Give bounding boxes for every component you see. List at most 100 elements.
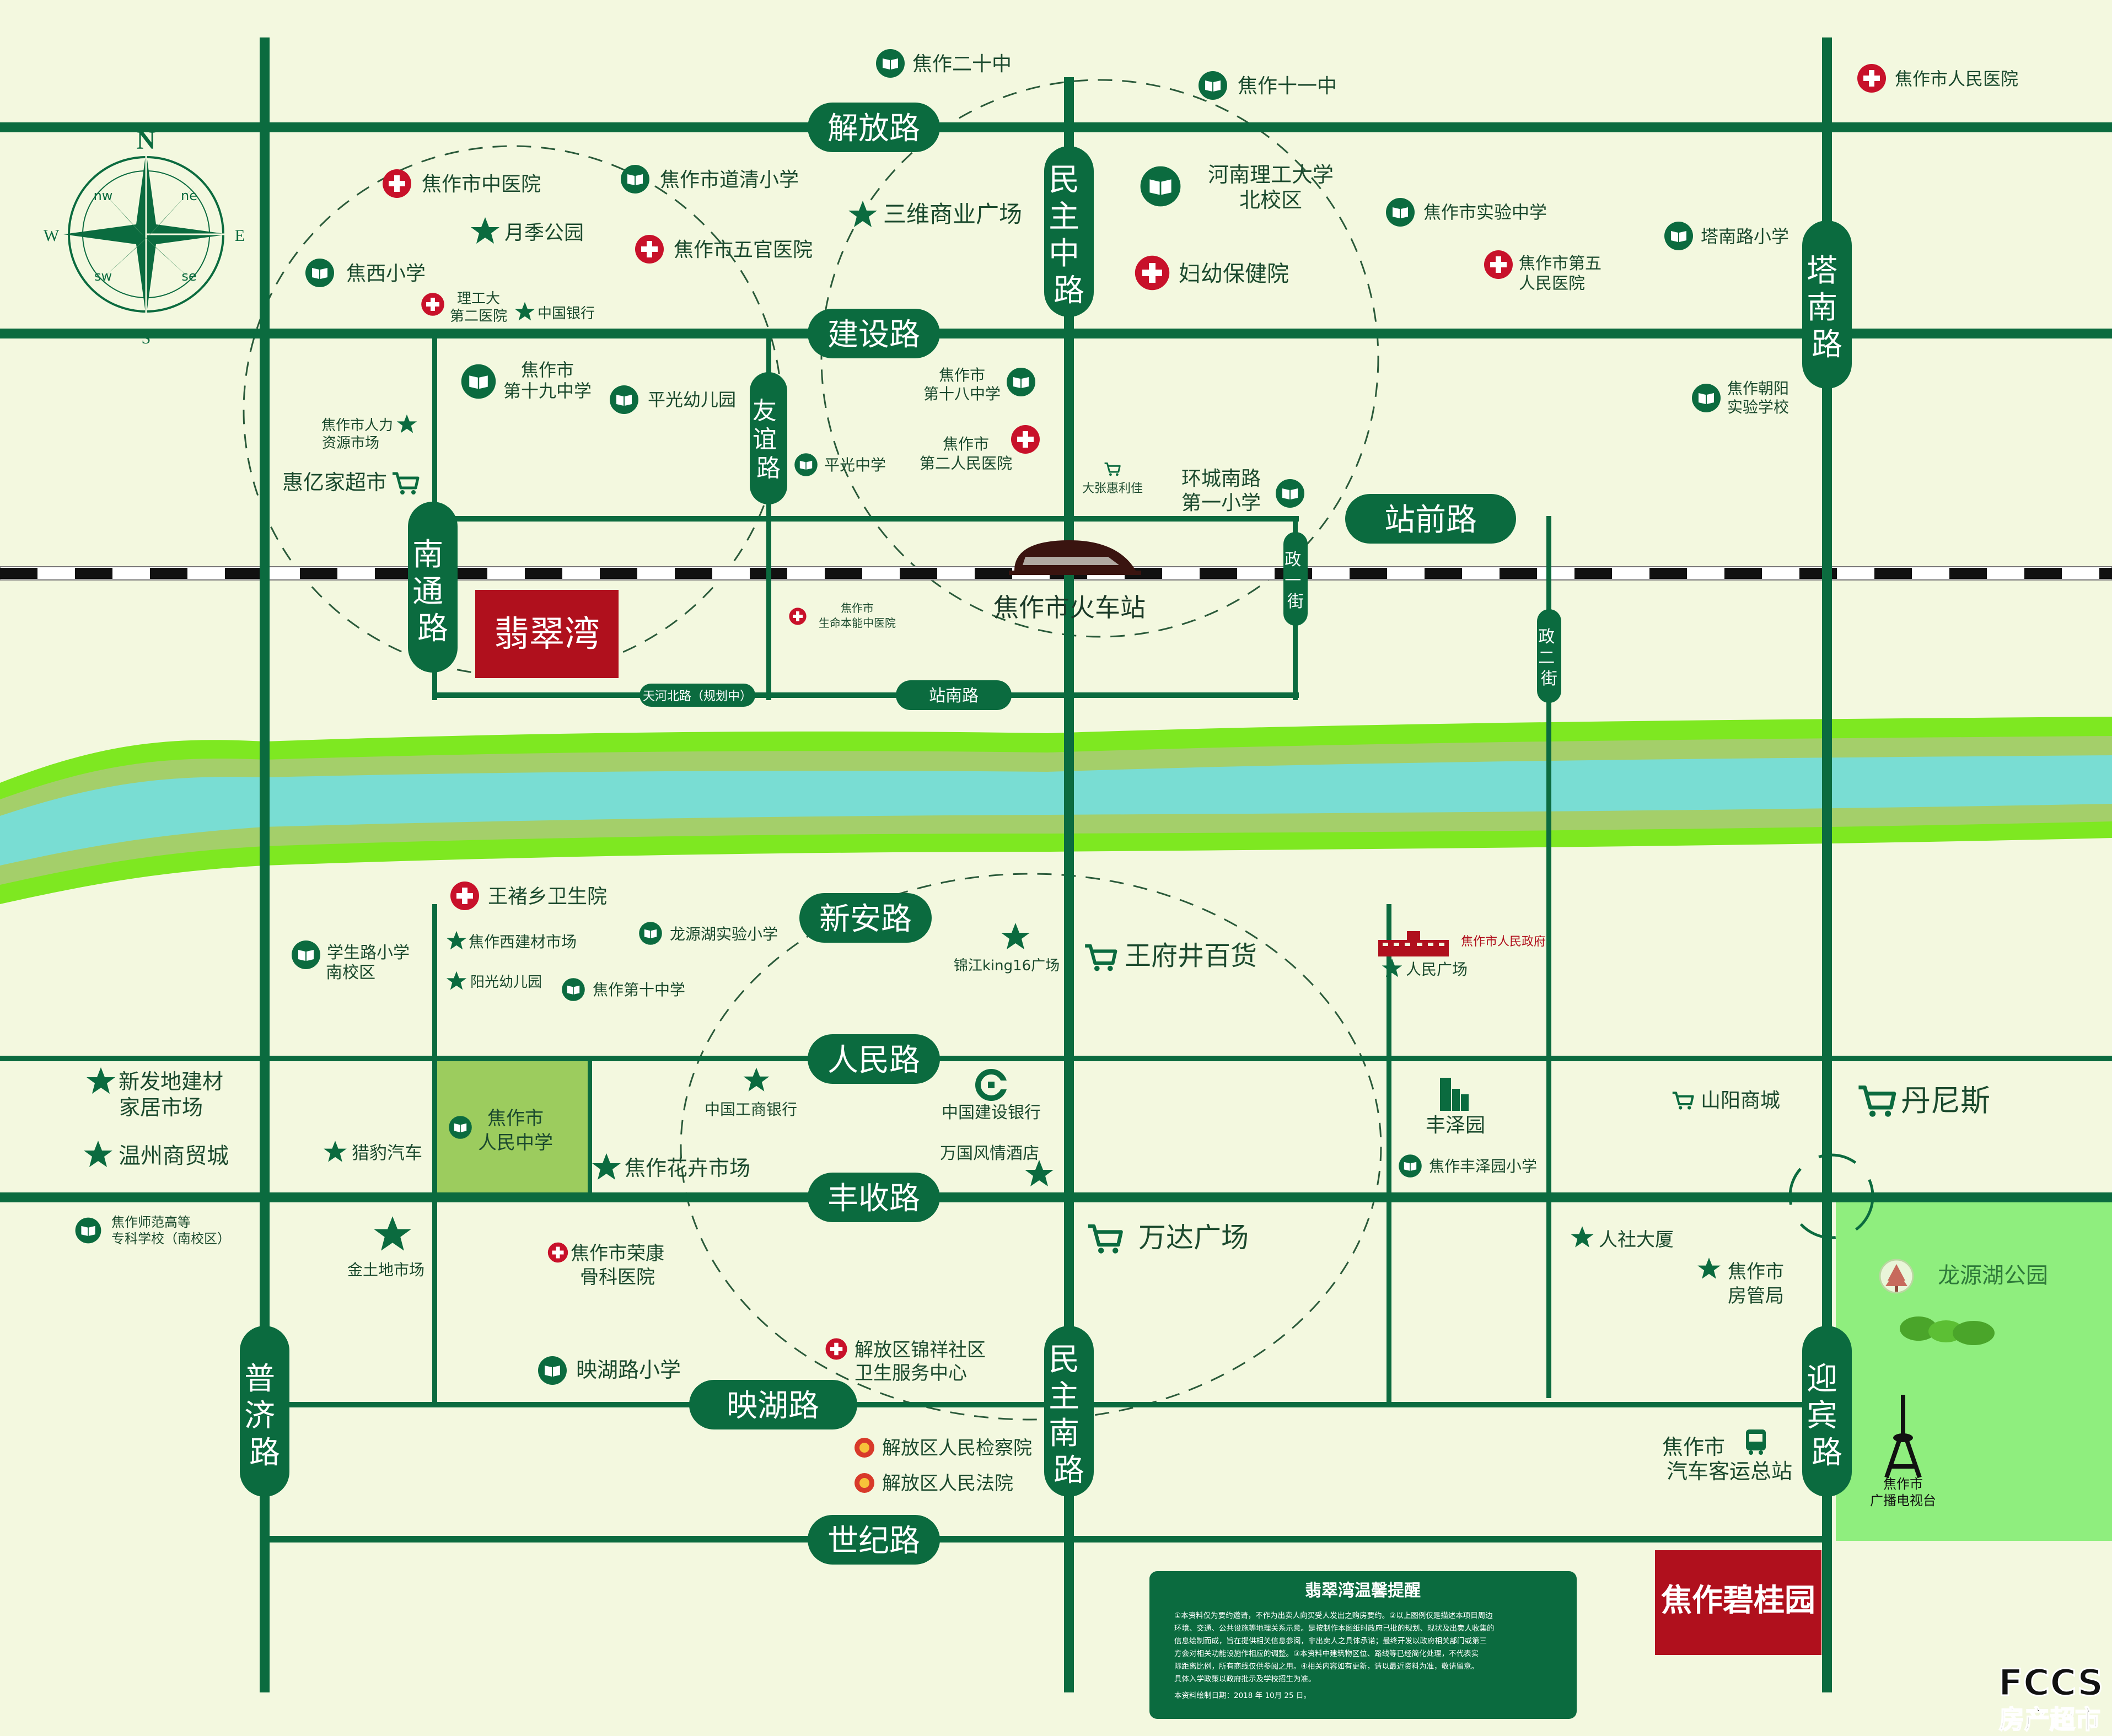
poi-liebao: 猎豹汽车 [352,1142,422,1163]
notice-line: 环境、交通、公共设施等地理关系示意。是按制作本图纸时政府已批的规划、现状及出卖人… [1174,1624,1495,1633]
road-pill-fengshou [808,1173,940,1222]
vchar: 宾 [1807,1398,1837,1434]
poi-xinfa-2: 家居市场 [119,1095,203,1120]
poi-people-square: 人民广场 [1406,960,1468,979]
poi-fengze-school: 焦作丰泽园小学 [1429,1157,1537,1175]
school-icon [449,1116,472,1139]
vchar: 主 [1049,199,1079,235]
school-icon [75,1217,101,1244]
watermark-fccs: FCCS [1998,1662,2104,1704]
competitor-box[interactable] [1655,1550,1821,1655]
vchar: 通 [412,574,443,610]
poi-housing-2: 房管局 [1728,1285,1784,1307]
poi-people-hospital: 焦作市人民医院 [1895,68,2018,89]
road-labels: 解放路 建设路 站前路 新安路 人民路 丰收路 映湖路 世纪路 民 主 中 路 … [240,103,1852,1565]
vchar: 谊 [753,426,777,454]
poi-jiaoxi: 焦西小学 [346,262,426,285]
poi-huancheng-1: 环城南路 [1181,467,1261,490]
vchar: 政 [1538,627,1555,647]
road-label-tianhe: 天河北路（规划中） [643,690,752,703]
compass-sw: sw [94,268,112,284]
road-pill-tanan [1802,221,1852,389]
vchar: 中 [1049,236,1079,272]
poi-lg2-1: 理工大 [457,291,500,307]
project-box[interactable] [475,590,619,678]
vchar: 街 [1287,592,1304,611]
poi-hr-1: 焦作市人力 [321,417,393,434]
project-marker[interactable]: 翡翠湾 [475,590,619,678]
poi-shanyang: 山阳商城 [1701,1089,1780,1112]
poi-city-gov: 焦作市人民政府 [1461,935,1546,949]
emblem-icon [855,1438,874,1458]
poi-fuyou: 妇幼保健院 [1179,261,1289,287]
road-pill-minzhu-zhong [1044,146,1094,317]
road-pill-tianhe [639,684,755,707]
school-icon [305,259,334,287]
poi-wangchu: 王褚乡卫生院 [488,885,607,908]
poi-dennis: 丹尼斯 [1901,1083,1990,1118]
poi-chaoyang-1: 焦作朝阳 [1727,379,1789,397]
poi-fengze: 丰泽园 [1426,1114,1485,1137]
poi-no19-2: 第十九中学 [503,380,592,401]
notice-line: 本资料绘制日期：2018 年 10月 25 日。 [1174,1691,1311,1700]
poi-layer: 焦作二十中 焦作十一中 焦作市人民医院 焦作市中医院 焦作市道清小学 三维商业广… [75,49,2048,1508]
road-label-youyi: 友 谊 路 [753,397,784,482]
poi-no18-2: 第十八中学 [923,385,1001,403]
poi-fifth-1: 焦作市第五 [1519,254,1602,273]
bus-icon [1746,1429,1766,1455]
competitor-marker[interactable]: 焦作碧桂园 [1655,1550,1821,1655]
poi-wanguo: 万国风情酒店 [940,1144,1039,1163]
vchar: 路 [1054,273,1084,309]
poi-yangguang: 阳光幼儿园 [470,974,542,991]
road-pill-zhengyi [1283,532,1308,626]
poi-shengming-2: 生命本能中医院 [819,616,896,630]
road-pill-puji [240,1326,289,1497]
hospital-icon [547,1242,568,1263]
poi-pingguang-ms: 平光中学 [824,456,886,474]
poi-jinxiang-1: 解放区锦祥社区 [855,1339,986,1361]
road-label-xinan: 新安路 [819,901,912,937]
hospital-icon [1011,425,1040,454]
tree-icon [1879,1259,1914,1294]
road-label-fengshou: 丰收路 [827,1181,920,1217]
roundabout [1788,1153,1874,1239]
road-label-yinghu: 映湖路 [727,1388,819,1424]
poi-no10: 焦作第十中学 [593,981,685,999]
school-icon [292,940,320,969]
school-icon [621,165,649,194]
vchar: 南 [1807,290,1837,326]
hospital-icon [1135,255,1170,291]
poi-bus-1: 焦作市 [1662,1435,1725,1459]
poi-wenzhou: 温州商贸城 [119,1143,229,1169]
poi-normal-2: 专科学校（南校区） [111,1231,230,1246]
tv-tower-icon [1884,1395,1922,1479]
road-pill-jiefang [808,103,940,152]
road-label-zhengyi: 政 一 街 [1285,550,1307,611]
poi-renmin-ms-1: 焦作市 [487,1108,544,1130]
notice-lines: ①本资料仅为要约邀请，不作为出卖人向买受人发出之购房要约。②以上图例仅是描述本项… [1174,1611,1495,1700]
poi-tv-1: 焦作市 [1883,1476,1923,1492]
gov-building-icon [1378,931,1449,956]
vchar: 街 [1541,669,1557,689]
poi-boc: 中国银行 [538,305,595,322]
vchar: 民 [1049,162,1079,198]
poi-jintudi: 金土地市场 [347,1261,424,1279]
poi-sanwei: 三维商业广场 [883,201,1022,228]
poi-jiaozuo11: 焦作十一中 [1238,75,1337,98]
road-label-zhannan: 站南路 [929,686,979,706]
hospital-icon [1484,250,1513,279]
poi-no18-1: 焦作市 [939,366,985,384]
poi-yinghu-school: 映湖路小学 [576,1358,681,1382]
school-icon [1692,384,1721,412]
school-icon [1664,222,1693,250]
project-name: 翡翠湾 [494,615,600,654]
school-icon [639,922,662,945]
road-pill-nantong [408,502,458,673]
vchar: 民 [1049,1342,1079,1378]
poi-xueshenglu-1: 学生路小学 [327,943,410,963]
road-pill-minzhu-nan [1044,1326,1094,1497]
vchar: 路 [417,611,448,647]
road-label-zhenger: 政 二 街 [1538,627,1560,689]
poi-wangfujing: 王府井百货 [1125,940,1257,971]
road-pill-yinghu [689,1380,857,1429]
